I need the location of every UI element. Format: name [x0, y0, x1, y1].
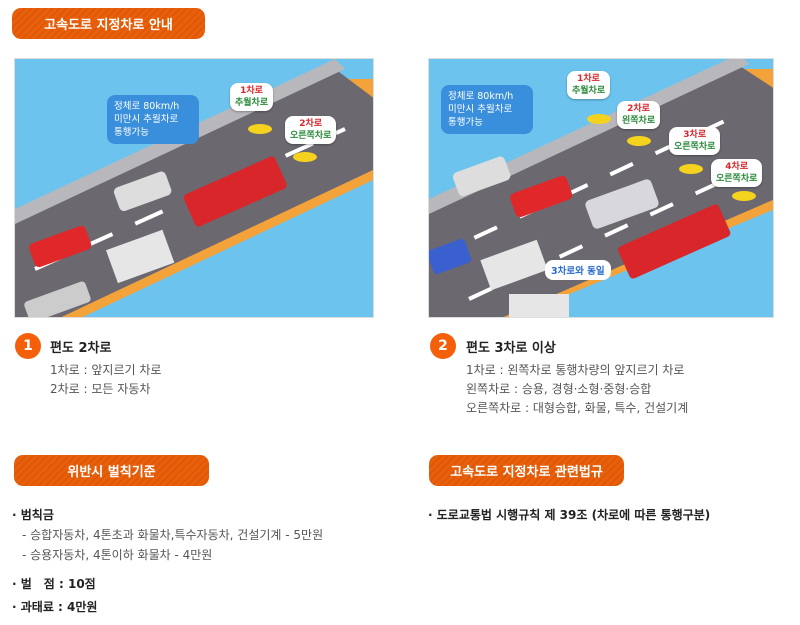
lane-number: 1차로: [240, 86, 263, 96]
lane-number: 1차로: [577, 74, 600, 84]
fine-label: · 범칙금: [12, 508, 54, 522]
lane-number: 4차로: [725, 162, 749, 172]
step-number-1: 1: [15, 333, 41, 359]
fine-item: - 승합자동차, 4톤초과 화물차,특수자동차, 건설기계 - 5만원: [22, 528, 324, 542]
step-number-2: 2: [430, 333, 456, 359]
panel2-line: 왼쪽차로 : 승용, 경형·소형·중형·승합: [466, 382, 652, 396]
lane-name: 오른쪽차로: [674, 142, 716, 152]
lane-number: 3차로: [683, 130, 707, 140]
lane-name: 오른쪽차로: [716, 174, 758, 184]
panel1-heading: 편도 2차로: [50, 341, 112, 356]
same-as-lane3-bubble: 3차로와 동일: [545, 260, 611, 280]
lane-name: 추월차로: [235, 98, 269, 108]
lane-name: 왼쪽차로: [622, 116, 656, 126]
fine-item: - 승용자동차, 4톤이하 화물차 - 4만원: [22, 548, 213, 562]
law-section-title: 고속도로 지정차로 관련법규: [429, 455, 624, 486]
panel2-line: 1차로 : 왼쪽차로 통행차량의 앞지르기 차로: [466, 363, 685, 377]
lane-number: 2차로: [627, 104, 650, 114]
panel2-line: 오른쪽차로 : 대형승합, 화물, 특수, 건설기계: [466, 401, 689, 415]
lane-name: 오른쪽차로: [290, 131, 332, 141]
panel2-heading: 편도 3차로 이상: [466, 341, 556, 356]
lane-number: 2차로: [299, 119, 323, 129]
congestion-note-bubble: 정체로 80km/h 미만시 추월차로 통행가능: [107, 95, 199, 144]
law-item: · 도로교통법 시행규칙 제 39조 (차로에 따른 통행구분): [428, 508, 711, 522]
penalty-section-title: 위반시 벌칙기준: [14, 455, 209, 486]
penalty-points: · 벌 점 : 10점: [12, 577, 96, 591]
panel1-line: 1차로 : 앞지르기 차로: [50, 363, 162, 377]
page-title: 고속도로 지정차로 안내: [12, 8, 205, 39]
lane-name: 추월차로: [572, 86, 606, 96]
surcharge: · 과태료 : 4만원: [12, 600, 98, 614]
panel1-line: 2차로 : 모든 자동차: [50, 382, 151, 396]
congestion-note-bubble: 정체로 80km/h 미만시 추월차로 통행가능: [441, 85, 533, 134]
